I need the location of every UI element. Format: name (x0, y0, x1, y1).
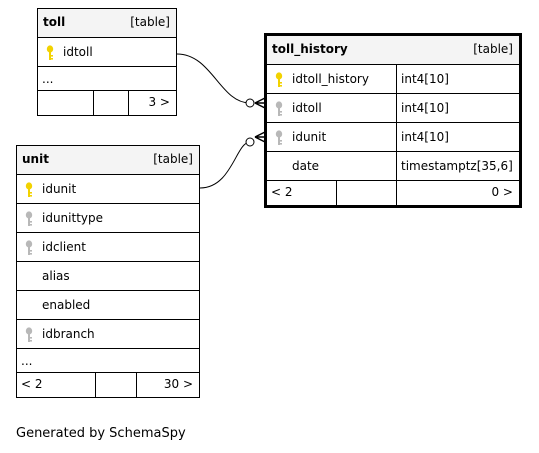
table-column-row[interactable]: idclient (17, 233, 199, 262)
column-name: idtoll (292, 101, 322, 115)
more-columns-row: ... (17, 349, 199, 373)
table-header: toll_history [table] (267, 36, 519, 65)
column-name: idunittype (42, 211, 104, 225)
ellipsis: ... (21, 354, 33, 368)
column-name: idunit (42, 182, 77, 196)
primary-key-icon (275, 72, 283, 88)
more-columns-row: ... (38, 67, 176, 91)
table-footer: < 2 0 > (267, 181, 519, 205)
column-type: int4[10] (396, 65, 449, 93)
children-count[interactable]: 3 > (148, 95, 170, 109)
column-name: idtoll_history (292, 72, 369, 86)
crowfoot-icon (254, 131, 266, 143)
column-name: idclient (42, 240, 86, 254)
table-column-row[interactable]: idbranch (17, 320, 199, 349)
table-column-row[interactable]: date timestamptz[35,6] (267, 152, 519, 181)
table-column-row[interactable]: idtoll_history int4[10] (267, 65, 519, 94)
column-type: timestamptz[35,6] (396, 152, 513, 180)
primary-key-icon (25, 182, 33, 198)
footer-divider (336, 181, 337, 205)
link-endpoint-circle (245, 98, 255, 108)
table-footer: < 2 30 > (17, 373, 199, 397)
column-name: alias (42, 269, 70, 283)
table-header: toll [table] (38, 9, 176, 38)
table-column-row[interactable]: idunit (17, 175, 199, 204)
link-endpoint-circle (245, 137, 255, 147)
crowfoot-icon (254, 97, 266, 109)
table-name: toll_history (272, 42, 348, 56)
table-column-row[interactable]: idunittype (17, 204, 199, 233)
generated-by-text: Generated by SchemaSpy (16, 426, 186, 441)
column-type: int4[10] (396, 94, 449, 122)
foreign-key-icon (25, 327, 33, 343)
children-count[interactable]: 30 > (163, 377, 193, 391)
primary-key-icon (46, 45, 54, 61)
link-toll-to-toll-history (176, 53, 251, 104)
parents-count[interactable]: < 2 (271, 185, 293, 199)
table-column-row[interactable]: alias (17, 262, 199, 291)
footer-divider (95, 373, 96, 397)
table-name: toll (43, 15, 66, 29)
column-name: idtoll (63, 45, 93, 59)
table-name: unit (22, 152, 49, 166)
link-unit-to-toll-history (199, 141, 251, 189)
column-type: int4[10] (396, 123, 449, 151)
ellipsis: ... (42, 72, 54, 86)
table-unit[interactable]: unit [table] idunit idunittype idclient … (16, 145, 200, 398)
column-name: enabled (42, 298, 91, 312)
table-column-row[interactable]: idtoll (38, 38, 176, 67)
children-count[interactable]: 0 > (491, 185, 513, 199)
footer-divider (396, 181, 397, 205)
footer-divider (128, 91, 129, 115)
table-type: [table] (473, 42, 513, 56)
foreign-key-icon (275, 130, 283, 146)
table-column-row[interactable]: idtoll int4[10] (267, 94, 519, 123)
table-column-row[interactable]: idunit int4[10] (267, 123, 519, 152)
table-type: [table] (130, 15, 170, 29)
table-type: [table] (153, 152, 193, 166)
parents-count[interactable]: < 2 (21, 377, 43, 391)
footer-divider (93, 91, 94, 115)
table-column-row[interactable]: enabled (17, 291, 199, 320)
foreign-key-icon (25, 240, 33, 256)
table-footer: 3 > (38, 91, 176, 115)
column-name: date (292, 159, 320, 173)
table-toll-history[interactable]: toll_history [table] idtoll_history int4… (264, 33, 522, 208)
table-toll[interactable]: toll [table] idtoll ... 3 > (37, 8, 177, 116)
foreign-key-icon (275, 101, 283, 117)
column-name: idbranch (42, 327, 95, 341)
table-header: unit [table] (17, 146, 199, 175)
foreign-key-icon (25, 211, 33, 227)
footer-divider (136, 373, 137, 397)
column-name: idunit (292, 130, 327, 144)
